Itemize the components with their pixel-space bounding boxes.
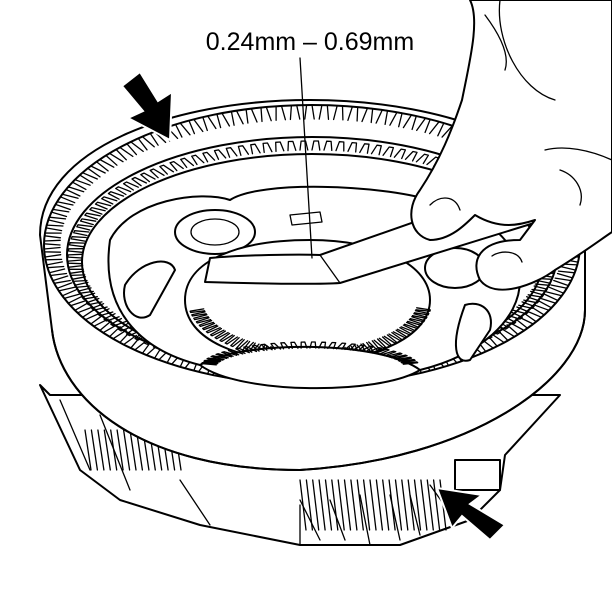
planet-pinion-teeth	[200, 341, 419, 366]
arrow-upper-left-icon	[120, 70, 174, 142]
clearance-spec-label: 0.24mm – 0.69mm	[206, 28, 414, 56]
gear-tooth-outline	[200, 341, 419, 366]
callout-leader-line	[299, 57, 313, 259]
pinion-shaft-bore-left	[174, 209, 256, 255]
measurement-callout: 0.24mm – 0.69mm	[206, 28, 414, 259]
arrow-lower-right-icon	[435, 486, 507, 542]
technician-hand	[410, 0, 612, 291]
